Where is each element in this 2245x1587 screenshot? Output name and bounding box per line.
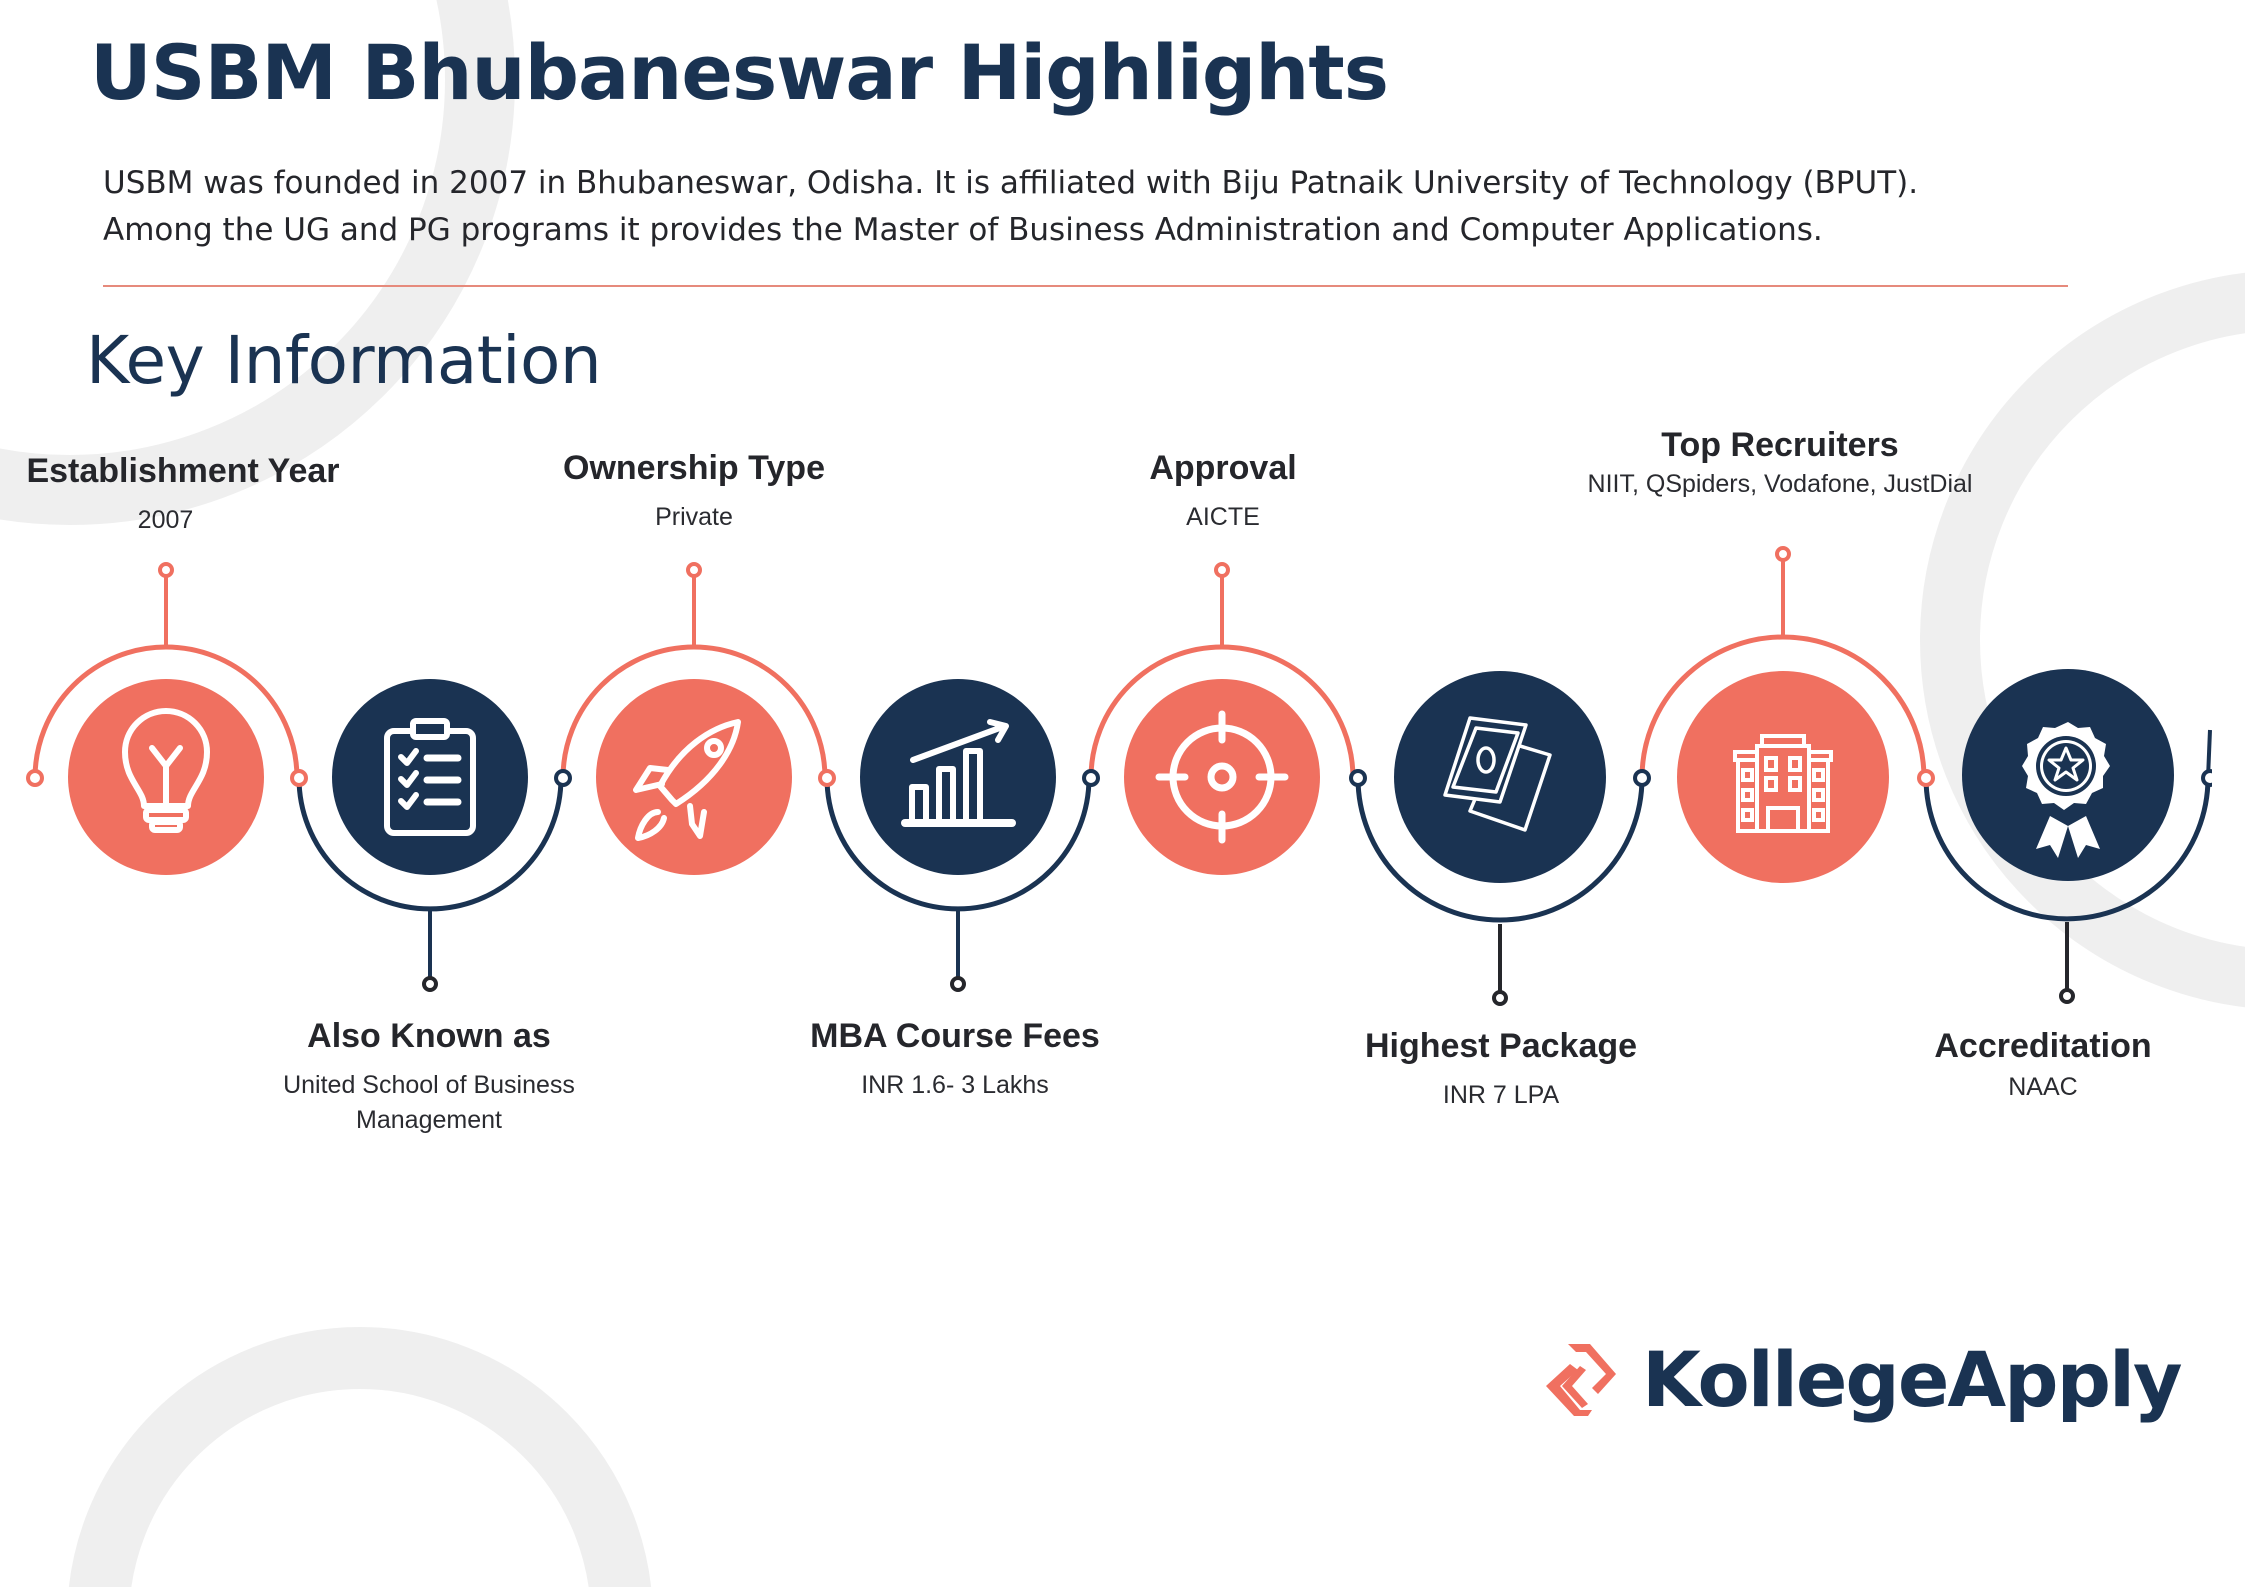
kollegeapply-chevron-icon xyxy=(1546,1343,1616,1416)
info-value: 2007 xyxy=(137,506,194,534)
timeline-node-7 xyxy=(1633,546,1927,883)
info-accreditation: Accreditation NAAC xyxy=(1934,1027,2151,1105)
intro-paragraph: USBM was founded in 2007 in Bhubaneswar,… xyxy=(103,160,2103,254)
intro-line-2: Among the UG and PG programs it provides… xyxy=(103,212,1823,248)
info-mba-course-fees: MBA Course Fees INR 1.6- 3 Lakhs xyxy=(810,1017,1100,1103)
info-value: NIIT, QSpiders, Vodafone, JustDial xyxy=(1587,470,1973,498)
money-icon xyxy=(1443,716,1552,832)
info-approval: Approval AICTE xyxy=(1149,449,1296,535)
info-title: Accreditation xyxy=(1934,1027,2152,1065)
info-highest-package: Highest Package INR 7 LPA xyxy=(1365,1027,1637,1113)
info-top-recruiters: Top Recruiters NIIT, QSpiders, Vodafone,… xyxy=(1588,426,1973,502)
timeline-node-1 xyxy=(26,562,300,875)
clipboard-checklist-icon xyxy=(384,718,476,836)
info-value: United School of Business Management xyxy=(283,1071,575,1134)
info-also-known-as: Also Known as United School of Business … xyxy=(259,1017,599,1138)
timeline-node-6 xyxy=(1349,671,1645,1006)
timeline-node-4 xyxy=(818,679,1092,992)
info-establishment-year: Establishment Year 2007 xyxy=(26,452,339,538)
info-title: MBA Course Fees xyxy=(810,1017,1100,1055)
decor-ring-right xyxy=(1920,272,2245,1008)
target-icon xyxy=(1155,710,1289,844)
section-title: Key Information xyxy=(86,322,602,399)
award-badge-icon xyxy=(2022,722,2110,858)
brand-logo: KollegeApply xyxy=(1540,1335,2183,1424)
timeline-node-2 xyxy=(290,679,564,992)
info-title: Ownership Type xyxy=(563,449,825,487)
info-title: Approval xyxy=(1149,449,1297,487)
growth-chart-icon xyxy=(901,719,1016,827)
info-value: Private xyxy=(655,503,733,531)
decor-ring-top-left xyxy=(0,0,515,525)
brand-name: KollegeApply xyxy=(1642,1335,2183,1424)
building-icon xyxy=(1733,734,1833,833)
info-title: Also Known as xyxy=(307,1017,551,1055)
info-value: INR 1.6- 3 Lakhs xyxy=(861,1071,1049,1099)
info-title: Top Recruiters xyxy=(1661,426,1899,464)
info-value: AICTE xyxy=(1186,503,1260,531)
info-title: Establishment Year xyxy=(26,452,340,490)
lightbulb-icon xyxy=(122,708,210,833)
info-value: INR 7 LPA xyxy=(1442,1081,1560,1109)
page-title: USBM Bhubaneswar Highlights xyxy=(90,28,1389,117)
header-divider xyxy=(103,285,2068,287)
timeline-node-5 xyxy=(1082,562,1356,875)
timeline-node-3 xyxy=(554,562,828,875)
decor-ring-bottom-left xyxy=(68,1327,652,1587)
timeline-node-8 xyxy=(1917,669,2212,1004)
info-value: NAAC xyxy=(2008,1073,2078,1101)
rocket-icon xyxy=(633,719,741,841)
info-ownership-type: Ownership Type Private xyxy=(563,449,825,535)
intro-line-1: USBM was founded in 2007 in Bhubaneswar,… xyxy=(103,165,1919,201)
info-title: Highest Package xyxy=(1364,1027,1638,1065)
